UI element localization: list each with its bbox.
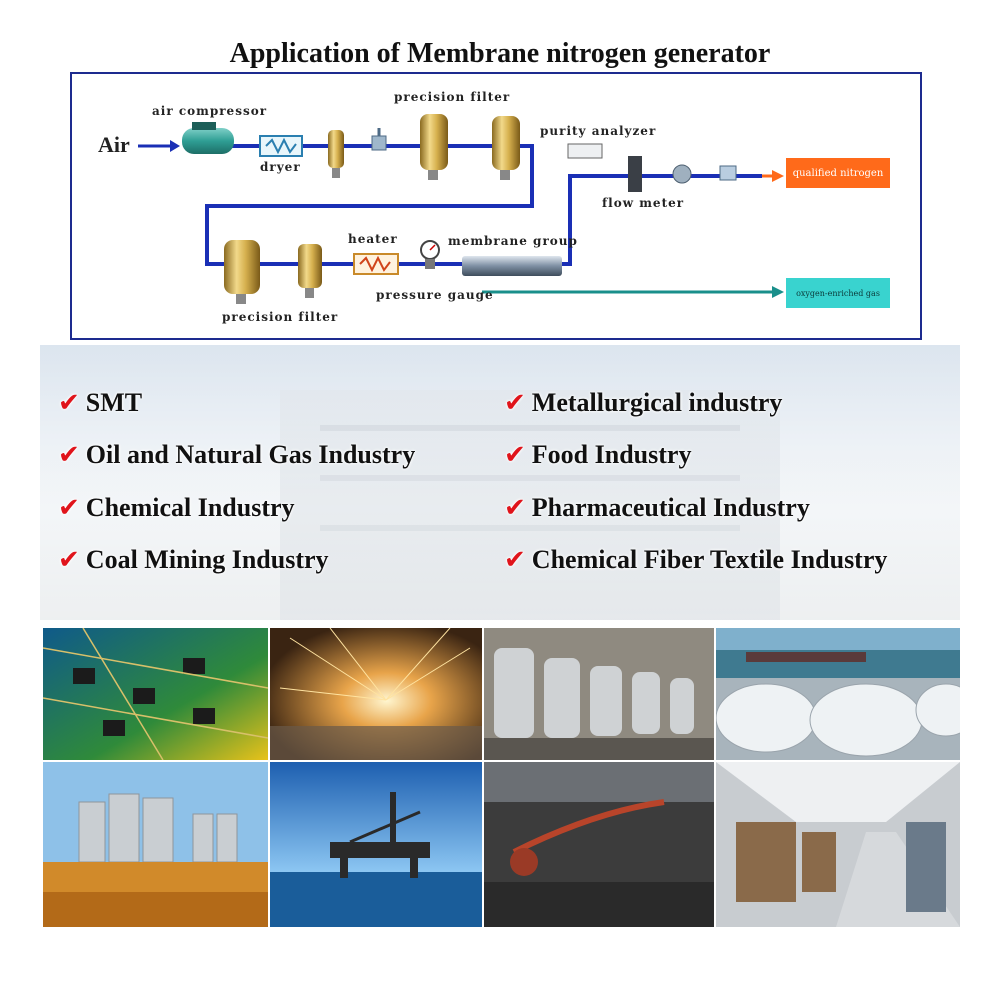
circuit-board-photo bbox=[43, 628, 268, 760]
dryer-label: dryer bbox=[260, 160, 301, 174]
precision-filter-icon bbox=[492, 116, 520, 170]
application-item: ✔ Pharmaceutical Industry bbox=[504, 493, 810, 523]
precision-filter-top-label: precision filter bbox=[394, 90, 511, 104]
valve-icon bbox=[719, 165, 737, 181]
red-checkmark-icon: ✔ bbox=[58, 545, 80, 575]
application-label: Coal Mining Industry bbox=[85, 545, 329, 574]
flow-meter-icon bbox=[628, 156, 642, 192]
application-label: Pharmaceutical Industry bbox=[531, 493, 810, 522]
purity-analyzer-icon bbox=[567, 143, 603, 159]
application-label: Chemical Fiber Textile Industry bbox=[531, 545, 888, 574]
flow-meter-label: flow meter bbox=[602, 196, 685, 210]
coal-mine-conveyor-photo bbox=[484, 762, 714, 927]
red-checkmark-icon: ✔ bbox=[58, 440, 80, 470]
precision-filter-icon bbox=[224, 240, 260, 294]
application-item: ✔ SMT bbox=[58, 388, 142, 418]
grain-silos-wheat-field-photo bbox=[43, 762, 268, 927]
application-label: Metallurgical industry bbox=[531, 388, 783, 417]
qualified-nitrogen-box: qualified nitrogen bbox=[786, 158, 890, 188]
application-item: ✔ Coal Mining Industry bbox=[58, 545, 329, 575]
membrane-group-icon bbox=[462, 256, 562, 276]
application-item: ✔ Oil and Natural Gas Industry bbox=[58, 440, 415, 470]
textile-factory-photo bbox=[716, 762, 960, 927]
application-label: Oil and Natural Gas Industry bbox=[85, 440, 416, 469]
valve-icon bbox=[672, 164, 692, 184]
red-checkmark-icon: ✔ bbox=[58, 493, 80, 523]
metal-cutting-sparks-photo bbox=[270, 628, 482, 760]
application-item: ✔ Metallurgical industry bbox=[504, 388, 782, 418]
application-item: ✔ Chemical Fiber Textile Industry bbox=[504, 545, 887, 575]
applications-banner bbox=[40, 345, 960, 620]
application-label: Food Industry bbox=[531, 440, 692, 469]
offshore-oil-platform-photo bbox=[270, 762, 482, 927]
oxygen-enriched-gas-box: oxygen-enriched gas bbox=[786, 278, 890, 308]
application-label: Chemical Industry bbox=[85, 493, 295, 522]
flow-pipes bbox=[138, 114, 784, 304]
red-checkmark-icon: ✔ bbox=[504, 440, 526, 470]
precision-filter-icon bbox=[420, 114, 448, 170]
application-item: ✔ Chemical Industry bbox=[58, 493, 295, 523]
storage-tanks-and-ship-photo bbox=[716, 628, 960, 760]
red-checkmark-icon: ✔ bbox=[504, 545, 526, 575]
precision-filter-bottom-label: precision filter bbox=[222, 310, 339, 324]
application-item: ✔ Food Industry bbox=[504, 440, 691, 470]
heater-label: heater bbox=[348, 232, 398, 246]
steel-fermentation-tanks-photo bbox=[484, 628, 714, 760]
air-label: Air bbox=[98, 132, 130, 157]
precision-filter-icon bbox=[298, 244, 322, 288]
page-title: Application of Membrane nitrogen generat… bbox=[229, 38, 771, 69]
valve-icon bbox=[371, 135, 387, 151]
red-checkmark-icon: ✔ bbox=[58, 388, 80, 418]
small-filter-icon bbox=[328, 130, 344, 168]
red-checkmark-icon: ✔ bbox=[504, 388, 526, 418]
application-label: SMT bbox=[85, 388, 143, 417]
membrane-group-label: membrane group bbox=[448, 234, 578, 248]
air-compressor-label: air compressor bbox=[152, 104, 268, 118]
purity-analyzer-label: purity analyzer bbox=[540, 124, 657, 138]
pressure-gauge-label: pressure gauge bbox=[376, 288, 494, 302]
air-compressor-icon bbox=[182, 128, 234, 154]
red-checkmark-icon: ✔ bbox=[504, 493, 526, 523]
process-flow-diagram: Air air compressor dryer precision filte… bbox=[70, 72, 922, 340]
